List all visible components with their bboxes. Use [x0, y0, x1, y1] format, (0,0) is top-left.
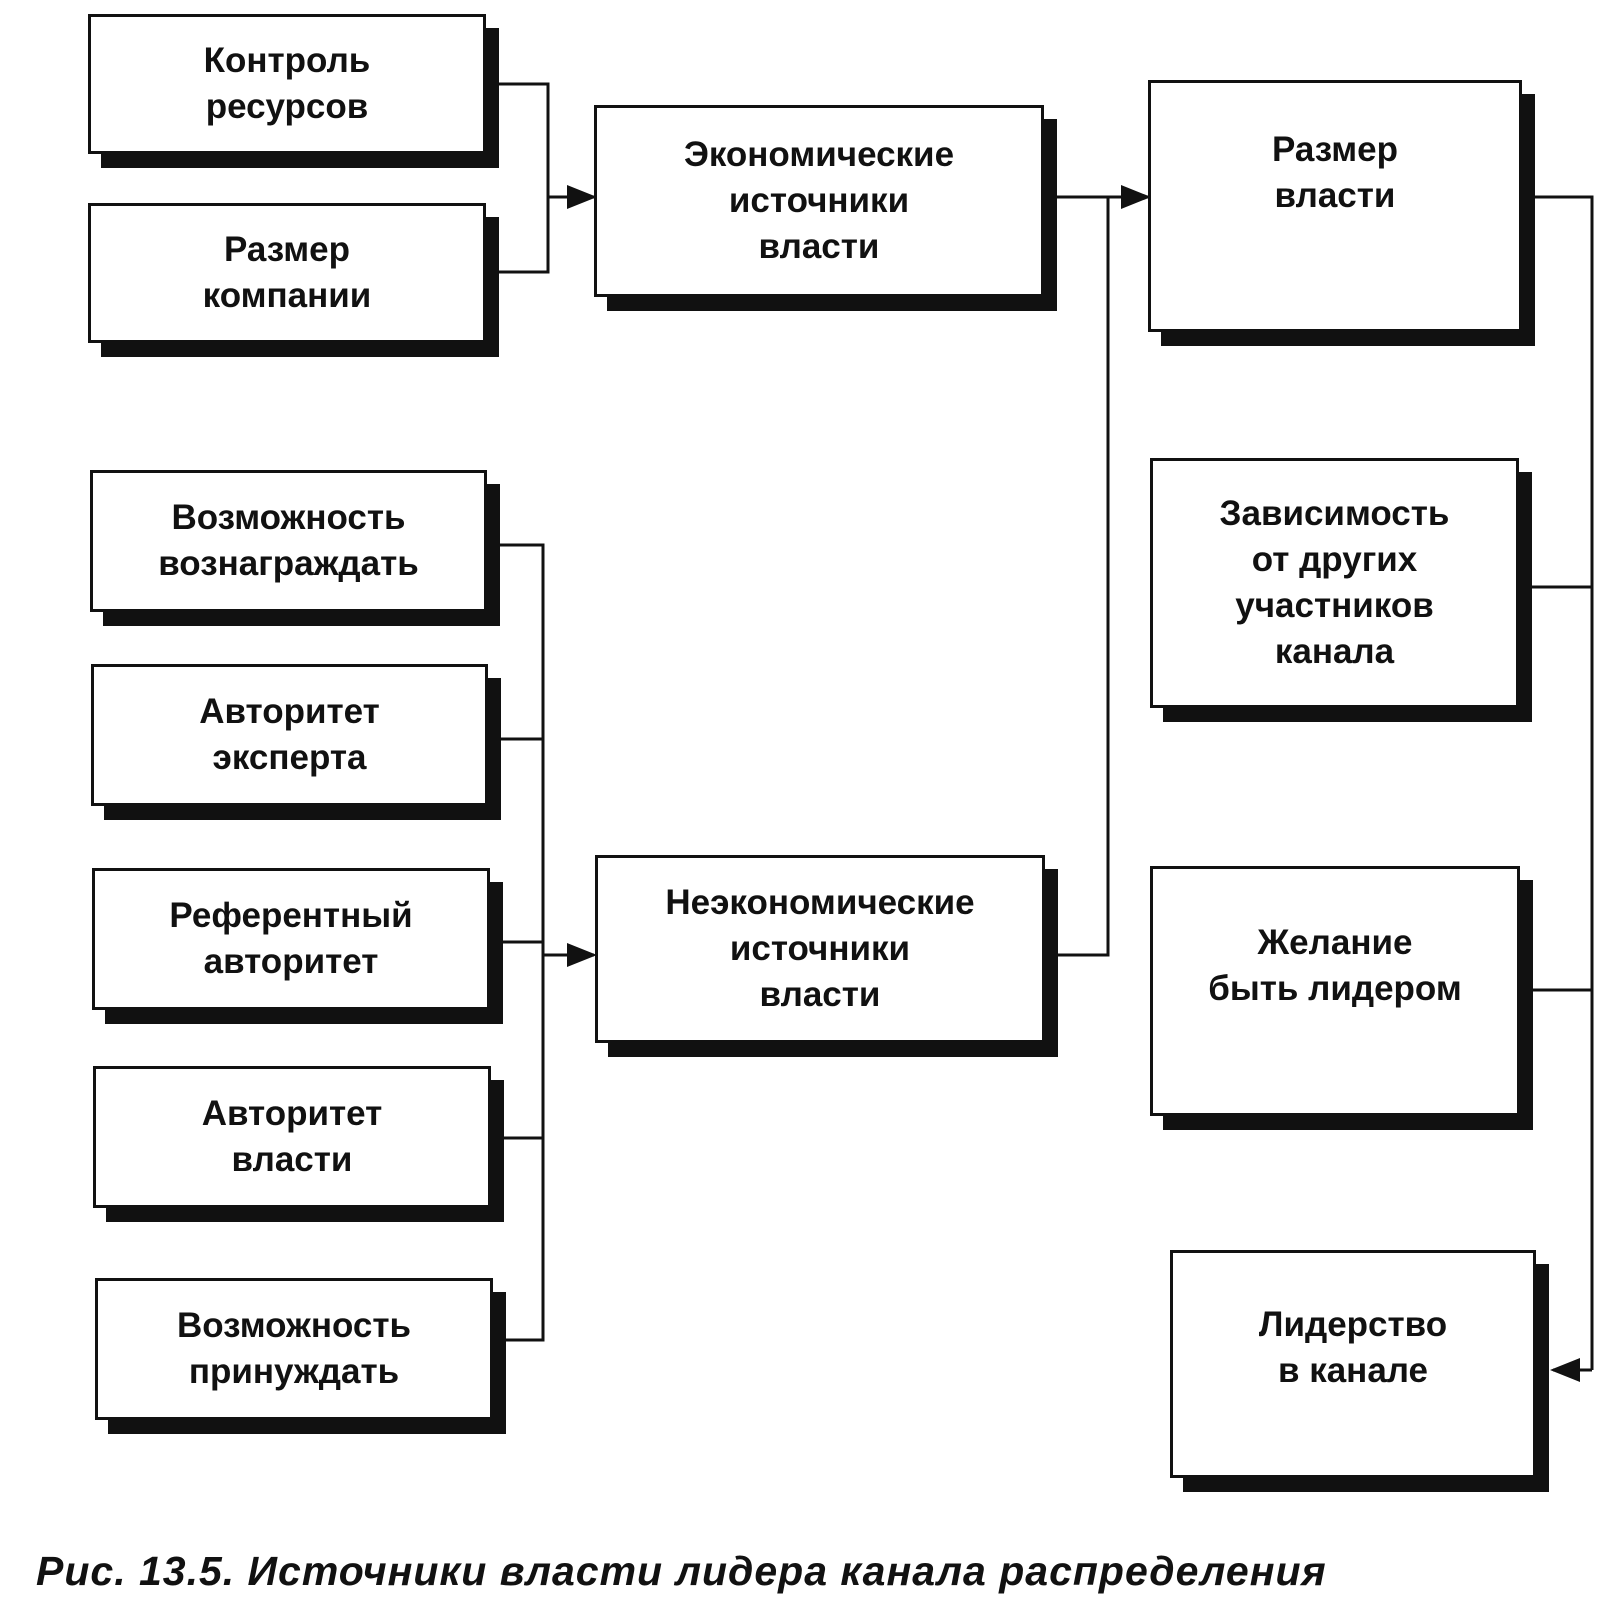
box-label: Размер компании: [202, 230, 372, 315]
box-noneconomic-sources: Неэкономические источники власти: [595, 855, 1045, 1043]
box-desire-lead: Желание быть лидером: [1150, 866, 1520, 1116]
box-label: Контроль ресурсов: [203, 41, 371, 126]
connector-company-size: [498, 197, 550, 274]
box-label: Лидерство в канале: [1258, 1305, 1448, 1390]
box-label: Авторитет эксперта: [199, 692, 380, 777]
connector-noneconomic-to-power: [1057, 197, 1110, 957]
figure-caption: Рис. 13.5. Источники власти лидера канал…: [36, 1548, 1327, 1594]
box-dependence: Зависимость от других участников канала: [1150, 458, 1519, 708]
box-company-size: Размер компании: [88, 203, 486, 343]
box-power-size: Размер власти: [1148, 80, 1522, 332]
box-label: Желание быть лидером: [1208, 923, 1462, 1008]
box-ability-coerce: Возможность принуждать: [95, 1278, 493, 1420]
box-label: Авторитет власти: [201, 1094, 383, 1179]
box-ability-reward: Возможность вознаграждать: [90, 470, 487, 612]
connector-power-size: [1534, 195, 1594, 1370]
connector-control-resources: [498, 82, 550, 197]
box-channel-leadership: Лидерство в канале: [1170, 1250, 1536, 1478]
box-label: Возможность вознаграждать: [158, 498, 419, 583]
box-label: Экономические источники власти: [683, 135, 955, 266]
box-label: Размер власти: [1271, 130, 1399, 215]
box-legitimate-authority: Авторитет власти: [93, 1066, 491, 1208]
box-economic-sources: Экономические источники власти: [594, 105, 1044, 297]
box-label: Зависимость от других участников канала: [1219, 494, 1450, 671]
box-referent-authority: Референтный авторитет: [92, 868, 490, 1010]
box-expert-authority: Авторитет эксперта: [91, 664, 488, 806]
box-label: Референтный авторитет: [169, 896, 413, 981]
box-label: Возможность принуждать: [176, 1306, 412, 1391]
box-label: Неэкономические источники власти: [665, 883, 975, 1014]
box-control-resources: Контроль ресурсов: [88, 14, 486, 154]
